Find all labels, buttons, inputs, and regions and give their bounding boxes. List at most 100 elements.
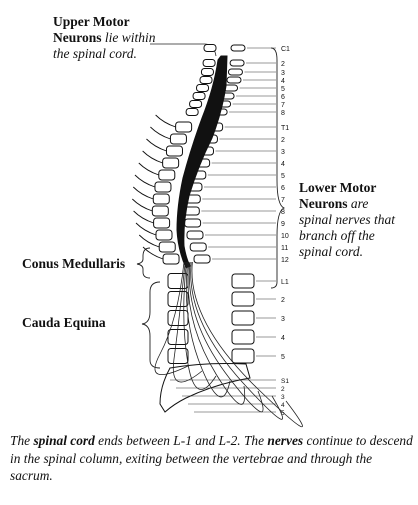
vertebra-label: C1 bbox=[281, 46, 290, 53]
rib-stub bbox=[138, 162, 159, 176]
lower-motor-title-2: Neurons bbox=[299, 196, 348, 211]
lower-motor-desc-5: spinal cord. bbox=[299, 244, 363, 259]
upper-motor-desc-2: lie within bbox=[101, 30, 156, 45]
vertebral-body bbox=[167, 291, 189, 307]
vertebra-label: 5 bbox=[281, 86, 285, 93]
spinous-process bbox=[231, 329, 255, 345]
vertebral-body bbox=[202, 59, 216, 67]
spinous-process bbox=[184, 218, 202, 228]
vertebra-label: 4 bbox=[281, 402, 285, 409]
vertebral-body bbox=[203, 44, 217, 52]
vertebral-body bbox=[152, 193, 170, 205]
spinous-process bbox=[230, 44, 246, 52]
rib-stub bbox=[132, 186, 154, 200]
spinous-process bbox=[231, 348, 255, 364]
conus-medullaris-label: Conus Medullaris bbox=[22, 256, 126, 271]
conus-bracket bbox=[136, 247, 151, 279]
lower-motor-title-1: Lower Motor bbox=[299, 180, 377, 195]
vertebral-body bbox=[192, 92, 206, 100]
vertebra-label: 3 bbox=[281, 316, 285, 323]
lower-motor-desc-2: are bbox=[347, 196, 369, 211]
lower-motor-line-2: Neurons are bbox=[299, 196, 417, 212]
rib-stub bbox=[134, 174, 156, 188]
vertebral-body bbox=[167, 348, 189, 364]
rib-stub bbox=[133, 210, 154, 224]
vertebral-body bbox=[185, 108, 199, 116]
vertebra-label: 3 bbox=[281, 394, 285, 401]
vertebral-body bbox=[154, 181, 172, 193]
vertebra-label: 12 bbox=[281, 257, 289, 264]
upper-motor-line-2: Neurons lie within bbox=[53, 30, 213, 46]
lower-motor-desc-4: branch off the bbox=[299, 228, 375, 243]
vertebra-label: 5 bbox=[281, 173, 285, 180]
vertebra-label: 4 bbox=[281, 161, 285, 168]
vertebral-body bbox=[167, 310, 189, 326]
spinous-process bbox=[227, 68, 243, 76]
cauda-nerve-fiber bbox=[183, 261, 217, 390]
upper-motor-title-1: Upper Motor bbox=[53, 14, 130, 29]
rib-stub bbox=[150, 126, 171, 140]
rib-stub bbox=[138, 234, 160, 248]
vertebra-label: 4 bbox=[281, 335, 285, 342]
caption-text-3: continue to descend in the spinal column… bbox=[10, 433, 413, 483]
vertebra-label: 4 bbox=[281, 78, 285, 85]
vertebra-label: T1 bbox=[281, 125, 289, 132]
spinous-process bbox=[231, 273, 255, 289]
vertebral-body bbox=[196, 84, 210, 92]
vertebra-label: 2 bbox=[281, 386, 285, 393]
vertebra-label: 7 bbox=[281, 102, 285, 109]
rib-stub bbox=[142, 246, 164, 260]
vertebra-label: S1 bbox=[281, 378, 289, 385]
vertebra-label: 5 bbox=[281, 354, 285, 361]
lower-motor-bracket bbox=[270, 47, 286, 289]
vertebral-body bbox=[200, 68, 214, 76]
rib-stub bbox=[132, 198, 153, 212]
vertebra-label: 10 bbox=[281, 233, 289, 240]
cauda-nerve-fiber bbox=[188, 261, 264, 413]
caption-bold-nerves: nerves bbox=[267, 433, 304, 448]
cauda-nerve-fiber bbox=[185, 261, 231, 398]
vertebral-body bbox=[162, 253, 180, 265]
rib-stub bbox=[146, 138, 167, 152]
vertebral-body bbox=[165, 145, 183, 157]
spinous-process bbox=[231, 310, 255, 326]
vertebral-body bbox=[175, 121, 193, 133]
vertebra-label: 5 bbox=[281, 410, 285, 417]
vertebral-body bbox=[155, 229, 173, 241]
upper-motor-desc-3: the spinal cord. bbox=[53, 46, 137, 61]
rib-stub bbox=[135, 222, 157, 236]
vertebral-body bbox=[189, 100, 203, 108]
vertebra-label: 9 bbox=[281, 221, 285, 228]
vertebral-body bbox=[153, 217, 171, 229]
vertebra-label: 3 bbox=[281, 149, 285, 156]
spinous-process bbox=[186, 230, 204, 240]
vertebra-label: 2 bbox=[281, 137, 285, 144]
cauda-nerve-fiber bbox=[154, 261, 189, 375]
cauda-nerve-fiber bbox=[190, 261, 283, 420]
spinous-process bbox=[189, 242, 207, 252]
cauda-equina-label: Cauda Equina bbox=[22, 315, 106, 330]
spinous-process bbox=[226, 76, 242, 84]
vertebra-label: L1 bbox=[281, 279, 289, 286]
vertebra-label: 7 bbox=[281, 197, 285, 204]
caption: The spinal cord ends between L-1 and L-2… bbox=[10, 432, 414, 485]
cauda-nerve-fiber bbox=[191, 261, 303, 428]
vertebra-label: 2 bbox=[281, 297, 285, 304]
vertebral-body bbox=[169, 133, 187, 145]
rib-stub bbox=[142, 150, 163, 164]
vertebra-label: 2 bbox=[281, 61, 285, 68]
spinous-process bbox=[231, 291, 255, 307]
cauda-nerve-fiber bbox=[187, 261, 246, 405]
caption-bold-spinal-cord: spinal cord bbox=[33, 433, 95, 448]
cauda-bracket bbox=[141, 281, 161, 369]
lower-motor-label: Lower Motor Neurons are spinal nerves th… bbox=[299, 180, 417, 260]
vertebra-label: 6 bbox=[281, 185, 285, 192]
spinous-process bbox=[229, 59, 245, 67]
cauda-nerve-fiber bbox=[172, 261, 203, 383]
vertebral-body bbox=[162, 157, 180, 169]
vertebra-label: 8 bbox=[281, 110, 285, 117]
rib-stub bbox=[155, 114, 176, 128]
vertebra-label: 3 bbox=[281, 70, 285, 77]
